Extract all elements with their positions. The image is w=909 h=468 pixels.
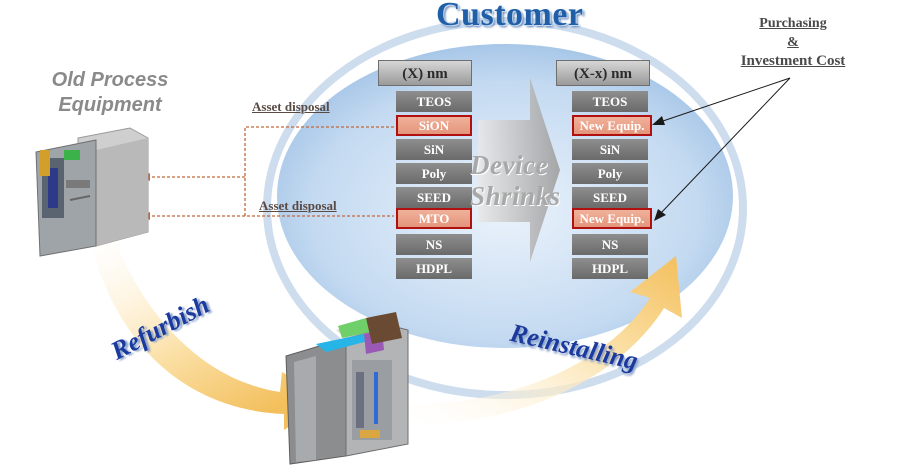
old-equipment-line2: Equipment [58, 94, 162, 116]
left-column-header: (X) nm [378, 60, 472, 86]
asset-disposal-top: Asset disposal [252, 99, 330, 114]
old-equipment-line1: Old Process [51, 69, 169, 91]
left-cell-0: TEOS [396, 91, 472, 112]
device-shrinks-label: Device Shrinks [470, 150, 561, 212]
purchasing-arrowhead-2 [654, 209, 666, 221]
purchasing-label: Purchasing & Investment Cost [728, 14, 858, 71]
purchasing-line2: & [787, 35, 799, 50]
device-shrinks-arrow [478, 78, 560, 262]
purchasing-arrows [659, 77, 791, 215]
purchasing-line1: Purchasing [759, 16, 827, 31]
left-cell-2: SiN [396, 139, 472, 160]
purchasing-arrowhead-1 [652, 116, 665, 125]
left-cell-1-disposed: SiON [396, 115, 472, 136]
asset-disposal-bottom: Asset disposal [259, 198, 337, 213]
right-cell-4: SEED [572, 187, 648, 208]
refurbished-machine [285, 312, 409, 465]
left-cell-6: NS [396, 234, 472, 255]
customer-title: Customer [436, 0, 584, 33]
right-cell-5-new: New Equip. [572, 208, 652, 229]
old-equipment-machine [35, 127, 149, 257]
right-cell-3: Poly [572, 163, 648, 184]
left-cell-5-disposed: MTO [396, 208, 472, 229]
left-cell-7: HDPL [396, 258, 472, 279]
right-cell-7: HDPL [572, 258, 648, 279]
left-cell-3: Poly [396, 163, 472, 184]
right-cell-0: TEOS [572, 91, 648, 112]
purchasing-line3: Investment Cost [740, 53, 846, 69]
reinstalling-arrow [410, 256, 682, 425]
right-cell-6: NS [572, 234, 648, 255]
disposal-lines [148, 126, 394, 217]
device-shrinks-line1: Device [470, 150, 548, 180]
device-shrinks-line2: Shrinks [470, 181, 561, 211]
right-cell-2: SiN [572, 139, 648, 160]
right-cell-1-new: New Equip. [572, 115, 652, 136]
old-equipment-label: Old Process Equipment [30, 68, 190, 118]
left-cell-4: SEED [396, 187, 472, 208]
right-column-header: (X-x) nm [556, 60, 650, 86]
